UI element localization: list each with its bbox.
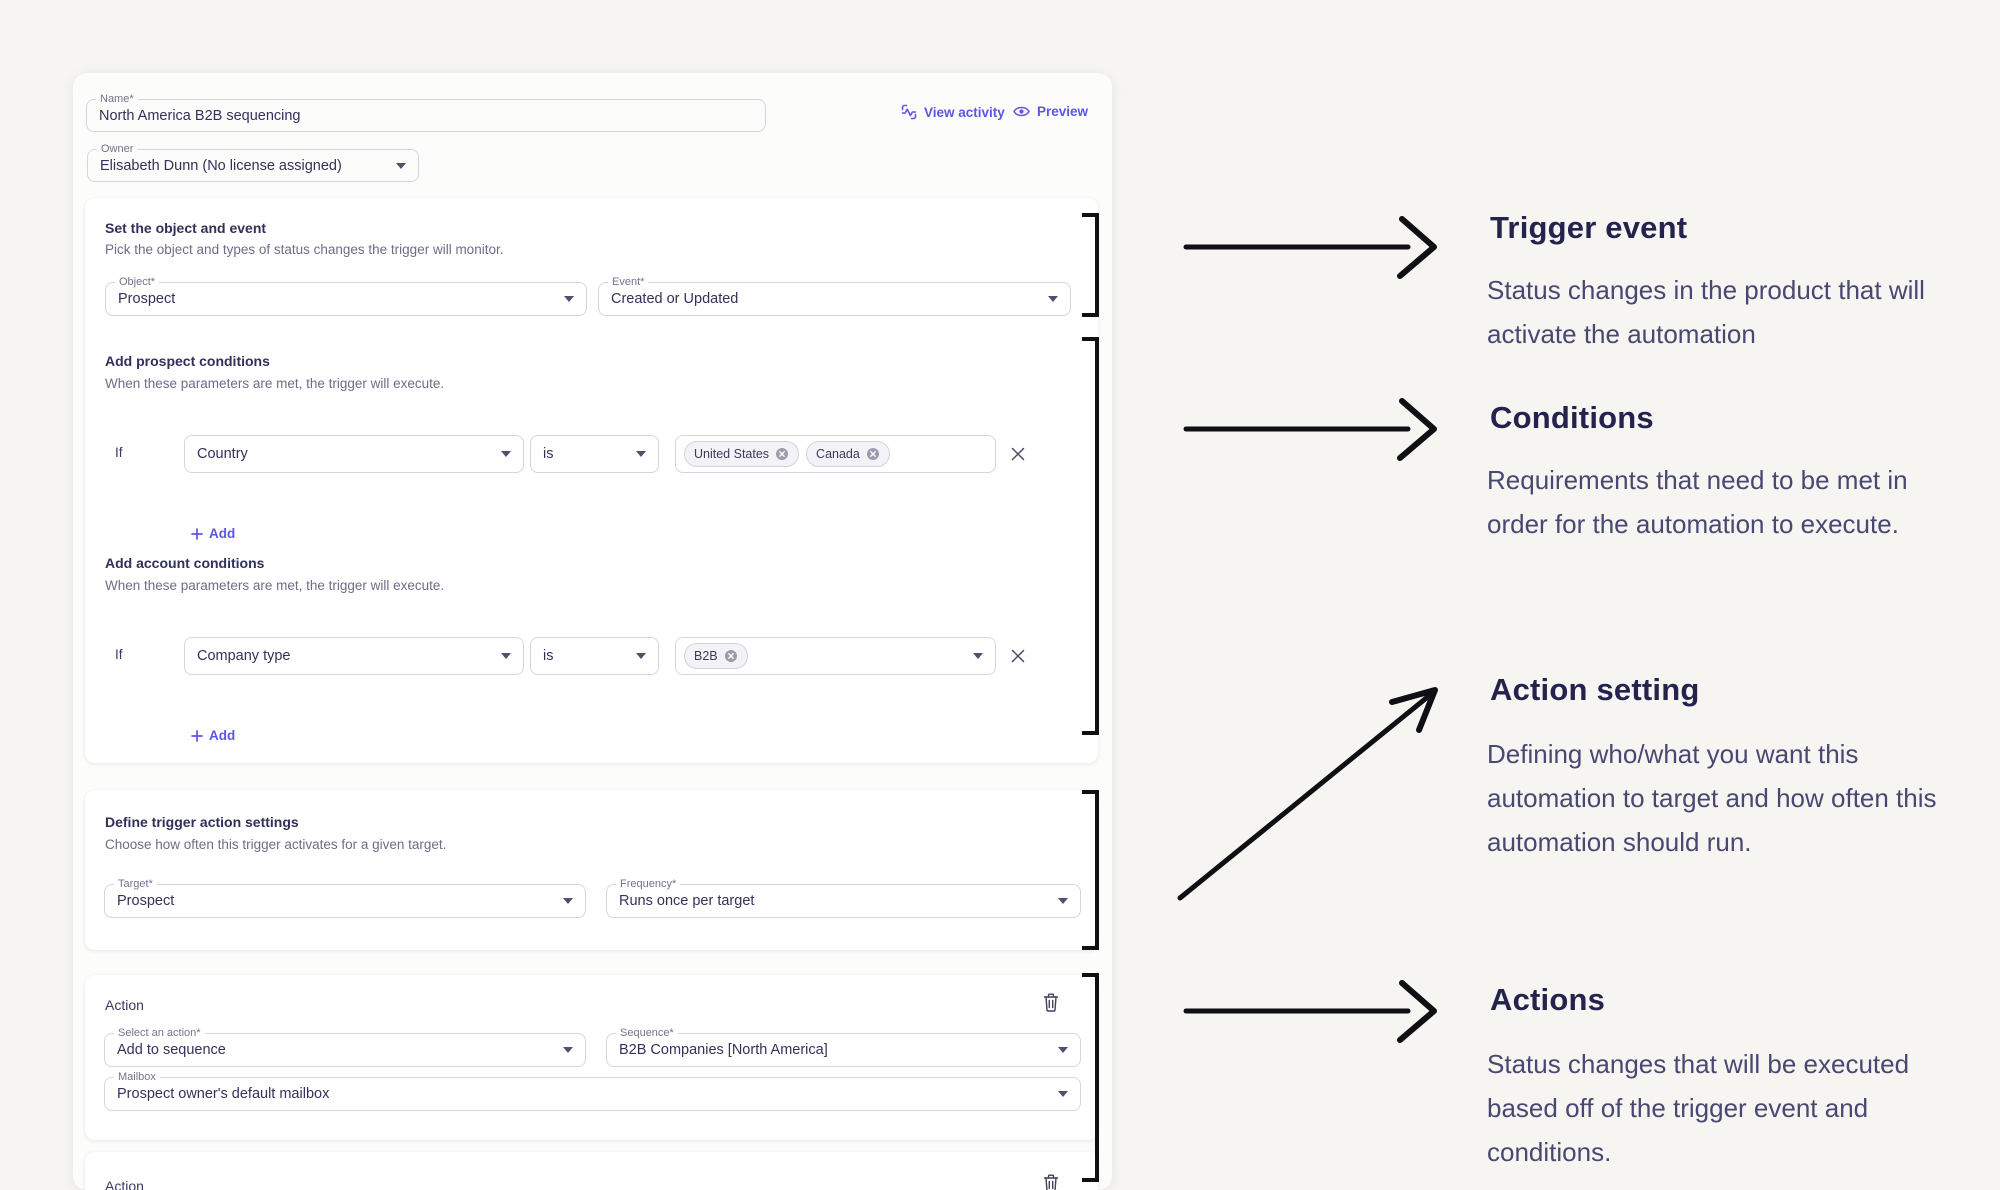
condition-values-select[interactable]: B2B <box>675 637 996 675</box>
mailbox-select[interactable]: Mailbox Prospect owner's default mailbox <box>104 1071 1081 1111</box>
eye-icon <box>1013 105 1030 118</box>
chip-remove-icon[interactable] <box>775 447 789 461</box>
view-activity-label: View activity <box>924 104 1005 120</box>
target-select[interactable]: Target* Prospect <box>104 878 586 918</box>
condition-operator-select[interactable]: is <box>530 435 659 473</box>
plus-icon <box>191 729 203 742</box>
action-card: Action Select an action* Add to sequence… <box>85 975 1098 1140</box>
trigger-editor-panel: Name* View activity Preview Owner Elisab… <box>73 73 1112 1190</box>
object-select[interactable]: Object* Prospect <box>105 276 587 316</box>
chevron-down-icon <box>1058 898 1068 904</box>
section-title: Add prospect conditions <box>105 353 270 369</box>
arrow-action-setting <box>1177 687 1438 901</box>
arrow-trigger <box>1183 216 1437 279</box>
bracket-action-setting <box>1082 790 1099 950</box>
bracket-conditions <box>1082 337 1099 735</box>
chevron-down-icon <box>636 653 646 659</box>
remove-condition-icon[interactable] <box>1010 648 1026 664</box>
chevron-down-icon <box>636 451 646 457</box>
activity-icon <box>901 104 917 120</box>
value-chip: B2B <box>684 643 748 669</box>
section-title: Add account conditions <box>105 555 265 571</box>
sequence-select-label: Sequence* <box>616 1027 678 1040</box>
chevron-down-icon <box>501 451 511 457</box>
value-chip: Canada <box>806 441 890 467</box>
condition-values-field[interactable]: United States Canada <box>675 435 996 473</box>
arrow-actions <box>1183 980 1437 1043</box>
plus-icon <box>191 527 203 540</box>
if-label: If <box>115 445 123 460</box>
section-subtitle: Pick the object and types of status chan… <box>105 242 504 257</box>
add-condition-button[interactable]: Add <box>191 728 235 743</box>
name-field[interactable]: Name* <box>86 93 766 132</box>
owner-select[interactable]: Owner Elisabeth Dunn (No license assigne… <box>87 143 419 182</box>
add-condition-button[interactable]: Add <box>191 526 235 541</box>
section-subtitle: When these parameters are met, the trigg… <box>105 376 445 391</box>
trigger-conditions-card: Set the object and event Pick the object… <box>85 198 1098 763</box>
condition-field-select[interactable]: Country <box>184 435 524 473</box>
condition-operator-select[interactable]: is <box>530 637 659 675</box>
bracket-actions <box>1082 973 1099 1182</box>
annotation-title-actions: Actions <box>1490 982 1606 1017</box>
action-card-title: Action <box>105 1178 144 1190</box>
event-select-label: Event* <box>608 276 649 289</box>
bracket-trigger <box>1082 213 1099 317</box>
frequency-select[interactable]: Frequency* Runs once per target <box>606 878 1081 918</box>
action-card-title: Action <box>105 997 144 1013</box>
action-card: Action <box>85 1152 1098 1190</box>
name-input[interactable] <box>99 100 753 131</box>
section-subtitle: Choose how often this trigger activates … <box>105 837 447 852</box>
chevron-down-icon <box>396 162 406 169</box>
chevron-down-icon <box>563 1047 573 1053</box>
trash-icon[interactable] <box>1043 993 1059 1012</box>
chevron-down-icon <box>1048 296 1058 302</box>
sequence-select[interactable]: Sequence* B2B Companies [North America] <box>606 1027 1081 1067</box>
preview-button[interactable]: Preview <box>1013 104 1088 119</box>
select-action-label: Select an action* <box>114 1027 205 1040</box>
chip-remove-icon[interactable] <box>724 649 738 663</box>
trash-icon[interactable] <box>1043 1174 1059 1190</box>
if-label: If <box>115 647 123 662</box>
event-select[interactable]: Event* Created or Updated <box>598 276 1071 316</box>
annotation-title-trigger-event: Trigger event <box>1490 210 1688 245</box>
arrow-conditions <box>1183 398 1437 461</box>
chip-remove-icon[interactable] <box>866 447 880 461</box>
target-select-label: Target* <box>114 878 157 891</box>
owner-select-label: Owner <box>97 143 138 156</box>
mailbox-select-label: Mailbox <box>114 1071 160 1084</box>
annotation-title-conditions: Conditions <box>1490 400 1654 435</box>
chevron-down-icon <box>564 296 574 302</box>
action-settings-card: Define trigger action settings Choose ho… <box>85 790 1098 950</box>
object-select-label: Object* <box>115 276 160 289</box>
annotation-body-action-setting: Defining who/what you want this automati… <box>1487 739 1937 857</box>
annotation-body-actions: Status changes that will be executed bas… <box>1487 1049 1910 1167</box>
chevron-down-icon <box>973 653 983 659</box>
condition-field-select[interactable]: Company type <box>184 637 524 675</box>
annotation-body-trigger-event: Status changes in the product that will … <box>1487 275 1925 349</box>
section-subtitle: When these parameters are met, the trigg… <box>105 578 445 593</box>
chevron-down-icon <box>1058 1047 1068 1053</box>
chevron-down-icon <box>1058 1091 1068 1097</box>
preview-label: Preview <box>1037 104 1089 119</box>
section-title: Define trigger action settings <box>105 814 299 830</box>
remove-condition-icon[interactable] <box>1010 446 1026 462</box>
select-action-select[interactable]: Select an action* Add to sequence <box>104 1027 586 1067</box>
view-activity-button[interactable]: View activity <box>901 104 1005 120</box>
annotation-body-conditions: Requirements that need to be met in orde… <box>1487 465 1908 539</box>
chevron-down-icon <box>501 653 511 659</box>
section-title: Set the object and event <box>105 220 267 236</box>
chevron-down-icon <box>563 898 573 904</box>
annotation-title-action-setting: Action setting <box>1490 672 1700 707</box>
value-chip: United States <box>684 441 800 467</box>
frequency-select-label: Frequency* <box>616 878 681 891</box>
